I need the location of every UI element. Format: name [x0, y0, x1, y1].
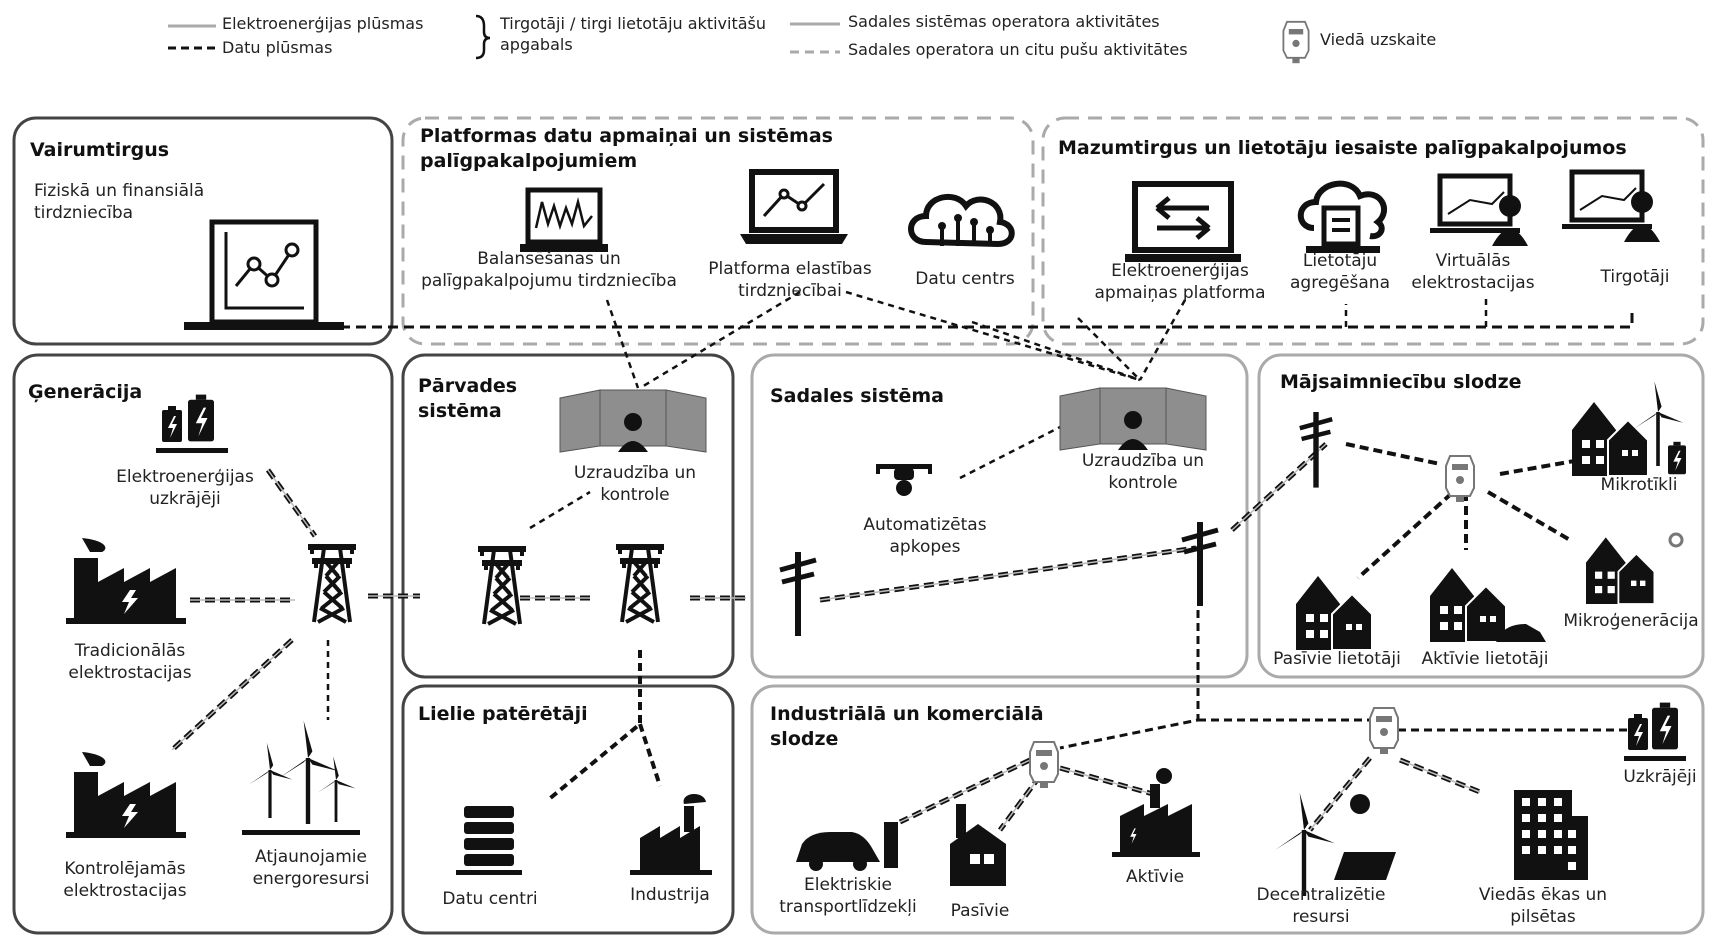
wholesale-box — [12, 116, 394, 346]
wind-turbines-icon — [242, 720, 360, 835]
smart-meter-icon — [1282, 20, 1310, 65]
transmission-tower-icon-2 — [614, 542, 666, 624]
legend-dso-other: Sadales operatora un citu pušu aktivitāt… — [848, 40, 1188, 59]
vpp-icon — [1430, 176, 1528, 246]
distribution-monitoring-label: Uzraudzība un kontrole — [1081, 451, 1205, 494]
passive-houses-icon — [1295, 575, 1373, 651]
active-houses-icon — [1429, 567, 1546, 643]
passive-users-label: Pasīvie lietotāji — [1273, 649, 1401, 669]
smart-buildings-label: Viedās ēkas un pilsētas — [1478, 885, 1608, 928]
laptop-chart-icon — [740, 172, 848, 244]
renewable-label: Atjaunojamie energoresursi — [252, 847, 370, 890]
large-consumers-box — [401, 684, 735, 935]
connectors — [170, 290, 1634, 832]
wholesale-title: Vairumtirgus — [30, 139, 170, 161]
distribution-control-screens-icon — [1059, 387, 1207, 451]
active-users-label: Aktīvie lietotāji — [1421, 649, 1549, 669]
transmission-title: Pārvades sistēma — [418, 375, 518, 422]
transmission-tower-icon-1 — [476, 544, 528, 626]
passive-label: Pasīvie — [950, 901, 1010, 921]
exchange-label: Elektroenerģijas apmaiņas platforma — [1094, 261, 1266, 304]
controllable-label: Kontrolējamās elektrostacijas — [63, 859, 187, 902]
household-meter-icon — [1445, 455, 1475, 503]
legend-trader-area: Tirgotāji / tirgi lietotāju aktivitāšu a… — [500, 14, 767, 54]
legend-power-flow: Elektroenerģijas plūsmas — [222, 14, 424, 33]
exchange-icon — [1125, 181, 1241, 262]
distribution-pole-icon-2 — [1182, 522, 1218, 606]
ev-icon — [796, 822, 898, 871]
traditional-label: Tradicionālās elektrostacijas — [68, 641, 192, 684]
transmission-control-screens-icon — [559, 389, 707, 453]
industrial-storage-icon — [1624, 702, 1686, 761]
controllable-plant-icon — [66, 752, 186, 838]
wholesale-subtitle: Fiziskā un finansiālā tirdzniecība — [34, 181, 205, 224]
distribution-pole-icon-1 — [780, 552, 816, 636]
storage-label: Elektroenerģijas uzkrājēji — [116, 467, 254, 510]
industrial-storage-label: Uzkrājēji — [1623, 767, 1697, 787]
household-box — [1257, 353, 1705, 679]
aggregation-label: Lietotāju agregēšana — [1290, 251, 1390, 294]
decentral-label: Decentralizētie resursi — [1256, 885, 1386, 928]
server-rack-icon — [456, 806, 522, 875]
microgrid-icon — [1571, 381, 1686, 477]
household-pole-icon — [1300, 412, 1332, 488]
ev-label: Elektriskie transportlīdzekļi — [779, 875, 917, 918]
datacenters-label: Datu centri — [442, 889, 538, 909]
legend-data-flow: Datu plūsmas — [222, 38, 333, 57]
legend — [168, 14, 1310, 65]
microgen-icon — [1585, 532, 1684, 605]
retail-title: Mazumtirgus un lietotāju iesaiste palīgp… — [1058, 137, 1627, 159]
traditional-plant-icon — [66, 538, 186, 624]
industry-icon — [630, 793, 712, 875]
cloud-icon — [908, 194, 1015, 248]
industrial-title: Industriālā un komerciālā slodze — [770, 703, 1044, 750]
industrial-meter-icon-2 — [1369, 707, 1399, 755]
storage-batteries-icon — [156, 394, 228, 453]
industrial-box — [750, 684, 1705, 935]
retail-box — [1041, 116, 1705, 346]
active-factory-icon — [1112, 768, 1200, 857]
platforms-box — [401, 116, 1035, 346]
decentral-resources-icon — [1275, 792, 1396, 896]
microgrids-label: Mikrotīkli — [1600, 475, 1678, 495]
large-title: Lielie patērētāji — [418, 703, 588, 725]
legend-brace — [475, 14, 491, 60]
waveform-monitor-icon — [520, 187, 608, 252]
aggregation-icon — [1297, 180, 1387, 253]
chart-icon — [184, 219, 344, 330]
trader-icon — [1562, 172, 1660, 242]
generation-title: Ģenerācija — [28, 381, 143, 403]
passive-factory-icon — [950, 804, 1006, 886]
data-center-label: Datu centrs — [915, 269, 1015, 289]
drone-icon — [876, 464, 932, 496]
industry-label: Industrija — [630, 885, 710, 905]
microgen-label: Mikroģenerācija — [1563, 611, 1699, 631]
transmission-monitoring-label: Uzraudzība un kontrole — [573, 463, 697, 506]
vpp-label: Virtuālās elektrostacijas — [1411, 251, 1535, 294]
platforms-title: Platformas datu apmaiņai un sistēmas pal… — [420, 125, 833, 172]
generation-tower-icon — [306, 542, 358, 624]
generation-box — [12, 353, 394, 935]
legend-smart-meter: Viedā uzskaite — [1320, 30, 1437, 49]
legend-dso-activities: Sadales sistēmas operatora aktivitātes — [848, 12, 1160, 31]
flex-platform-label: Platforma elastības tirdzniecībai — [708, 259, 872, 302]
traders-label: Tirgotāji — [1600, 267, 1670, 287]
active-label: Aktīvie — [1125, 867, 1185, 887]
household-title: Mājsaimniecību slodze — [1280, 371, 1522, 393]
distribution-title: Sadales sistēma — [770, 385, 944, 407]
transmission-box — [401, 353, 735, 679]
maintenance-label: Automatizētas apkopes — [863, 515, 987, 558]
balancing-label: Balansēšanas un palīgpakalpojumu tirdzni… — [421, 249, 677, 292]
smart-building-icon — [1514, 790, 1588, 880]
